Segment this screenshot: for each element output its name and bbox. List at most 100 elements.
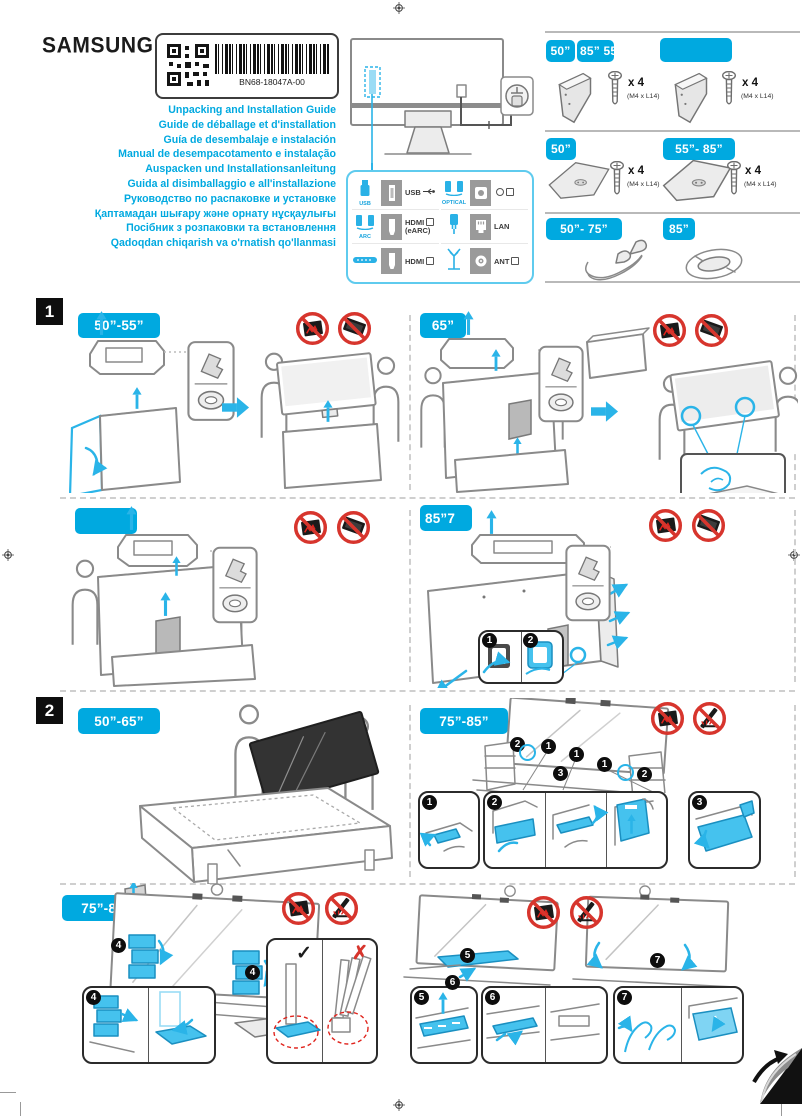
ports-panel: USB USB OPTICAL ARC HDMI(eARC) (346, 170, 534, 284)
inset-divider (545, 793, 546, 867)
title-line: Guida al disimballaggio e all'installazi… (127, 177, 336, 190)
unboxing-scene-50-55 (68, 310, 400, 493)
cable-tie-illustration (585, 239, 648, 281)
step-marker: 4 (111, 938, 126, 953)
step-marker: 6 (485, 990, 500, 1005)
prohibition-no-impact-icon (652, 313, 687, 348)
crop-mark (781, 1102, 782, 1116)
prohibition-no-lean-icon (569, 895, 604, 930)
step-marker: 5 (414, 990, 429, 1005)
barcode (215, 44, 329, 74)
port-label: ANT (494, 256, 520, 266)
title-line: Guide de déballage et d'installation (158, 118, 336, 131)
port-label: LAN (494, 221, 510, 231)
row-divider (60, 497, 795, 499)
lan-port-icon (470, 213, 491, 240)
usb-trident-icon (422, 188, 435, 195)
registration-mark (393, 1099, 405, 1111)
port-label (494, 188, 514, 197)
samsung-logo: SAMSUNG (42, 33, 154, 58)
step-marker: 1 (597, 757, 612, 772)
panel-divider (409, 315, 411, 490)
prohibition-no-impact-icon (526, 895, 561, 930)
prohibition-no-tilt-icon (337, 311, 372, 346)
optical-port-icon (470, 179, 491, 206)
foam-removal-scene-5-6 (403, 885, 559, 986)
step-marker: 1 (569, 747, 584, 762)
prohibition-no-tilt-icon (694, 313, 729, 348)
step-marker: 7 (650, 953, 665, 968)
inset-divider (545, 988, 546, 1062)
port-label: USB (405, 188, 435, 197)
prohibition-no-impact-icon (650, 701, 685, 736)
step-panel-4 (82, 986, 216, 1064)
optical-speakers-icon: OPTICAL (441, 180, 467, 206)
screw-qty: x 4 (628, 77, 644, 89)
corner-highlight-ring (617, 764, 634, 781)
screw-qty: x 4 (742, 77, 758, 89)
usb-device-icon: USB (352, 179, 378, 207)
section-1-number: 1 (36, 298, 63, 325)
crop-mark (20, 1102, 21, 1116)
port-cell-usb: USB USB (352, 176, 439, 210)
size-badge: 85”7 (420, 505, 472, 531)
screw-icon (722, 70, 736, 108)
inset-divider (681, 988, 682, 1062)
unboxing-scene-85 (427, 509, 631, 688)
title-line: Unpacking and Installation Guide (168, 104, 336, 116)
step-panel-2 (483, 791, 668, 869)
step-marker: 6 (445, 975, 460, 990)
qr-code (165, 42, 211, 88)
step-marker: 1 (482, 633, 497, 648)
screw-icon (608, 70, 622, 108)
crop-mark (0, 1092, 16, 1093)
inset-divider (148, 988, 149, 1062)
tv-rear-connection-diagram (350, 38, 534, 165)
size-badge: 50”- 75” (546, 218, 622, 240)
cable-holder-illustration (685, 248, 743, 280)
foam-removal-scene-7 (572, 885, 736, 988)
pointer-line (371, 163, 373, 172)
registration-mark (393, 2, 405, 14)
prohibition-no-impact-icon (648, 508, 683, 543)
step-marker: 1 (541, 739, 556, 754)
antenna-icon (441, 247, 467, 275)
prohibition-no-lean-icon (692, 701, 727, 736)
correct-incorrect-panel (266, 938, 378, 1064)
port-chip-icon (426, 256, 435, 265)
divider (545, 130, 800, 132)
panel-divider (409, 510, 411, 682)
row-divider (60, 690, 795, 692)
size-badge: 50”-65” (78, 708, 160, 734)
size-badge: 50”-55” (78, 313, 160, 338)
title-line: Руководство по распаковке и установке (123, 192, 336, 205)
step-marker: 4 (86, 990, 101, 1005)
port-chip-icon (426, 218, 435, 226)
screw-spec: (M4 x L14) (741, 93, 774, 100)
size-badge: 55”- 85” (663, 138, 735, 160)
divider (545, 281, 800, 283)
title-line: Қаптамадан шығару және орнату нұсқаулығы (94, 207, 336, 220)
lan-plug-icon (441, 213, 467, 240)
title-list: Unpacking and Installation Guide Guide d… (40, 103, 336, 251)
step-panel-7 (613, 986, 744, 1064)
title-line: Auspacken und Installationsanleitung (145, 163, 336, 176)
port-cell-hdmi-earc: ARC HDMI(eARC) (352, 210, 439, 244)
prohibition-no-impact-icon (295, 311, 330, 346)
correct-mark: ✓ (296, 943, 312, 964)
incorrect-mark: ✗ (352, 943, 368, 964)
inset-divider (322, 940, 323, 1062)
table-placement-scene (139, 704, 393, 884)
step-marker: 2 (487, 795, 502, 810)
corner-highlight-ring (519, 744, 536, 761)
title-line: Посібник з розпаковки та встановлення (126, 222, 336, 235)
prohibition-no-tilt-icon (691, 508, 726, 543)
panel-divider (794, 510, 796, 682)
page-turn-corner-icon (752, 1048, 802, 1104)
prohibition-no-tilt-icon (336, 510, 371, 545)
port-label: HDMI (405, 256, 435, 266)
title-line: Manual de desempacotamento e instalação (118, 148, 336, 161)
panel-divider (409, 705, 411, 877)
size-badge: 75”-85” (420, 708, 508, 734)
